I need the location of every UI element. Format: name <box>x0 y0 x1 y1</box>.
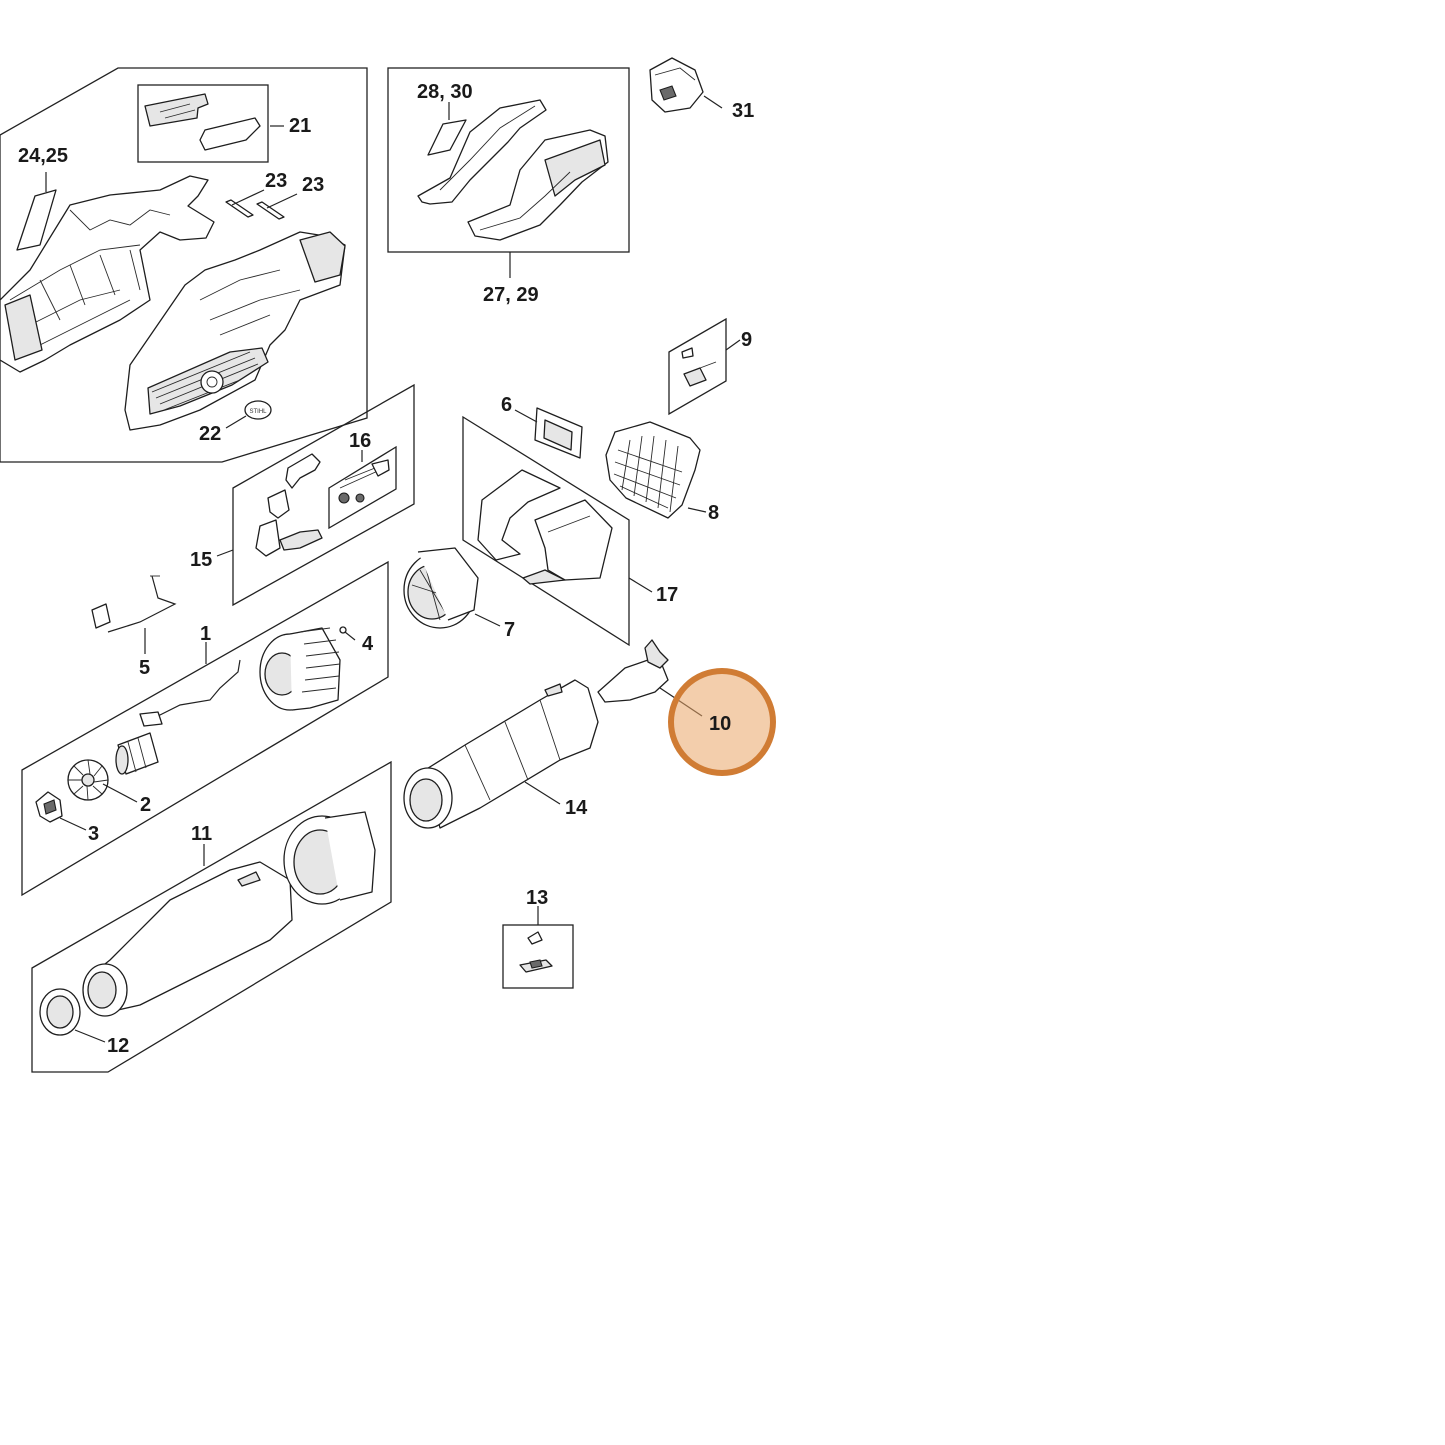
part-22-drawing: STIHL <box>244 400 272 420</box>
callout-10[interactable]: 10 <box>709 713 731 735</box>
housing-shell-left-drawing <box>0 175 215 373</box>
part-13-drawing <box>519 931 553 973</box>
callout-16[interactable]: 16 <box>349 430 371 452</box>
part-27-29-drawing <box>467 129 609 241</box>
part-4-drawing <box>339 626 356 641</box>
callout-6[interactable]: 6 <box>501 394 512 416</box>
housing-shell-right-drawing <box>124 231 346 431</box>
callout-1[interactable]: 1 <box>200 623 211 645</box>
part-9-drawing <box>681 347 717 387</box>
highlight-circle-part-10 <box>668 668 776 776</box>
callout-31[interactable]: 31 <box>732 100 754 122</box>
frame-motor-group <box>21 560 389 897</box>
callout-23-b[interactable]: 23 <box>302 174 324 196</box>
callout-21[interactable]: 21 <box>289 115 311 137</box>
part-3-drawing <box>35 791 63 823</box>
part-10-drawing <box>597 639 669 703</box>
part-6-drawing <box>534 407 583 459</box>
frame-part-16 <box>328 445 397 530</box>
part-16-drawing <box>338 459 390 504</box>
callout-2[interactable]: 2 <box>140 794 151 816</box>
callout-7[interactable]: 7 <box>504 619 515 641</box>
callout-labels: 21 24,25 23 23 28, 30 27, 29 31 22 9 6 8… <box>18 81 754 1057</box>
part-8-drawing <box>605 421 701 519</box>
part-17-drawing <box>477 469 613 585</box>
frame-part-15 <box>232 383 415 607</box>
frame-part-21 <box>137 84 269 163</box>
frame-part-17 <box>462 415 630 647</box>
part-12-drawing <box>39 988 81 1036</box>
frame-part-9 <box>668 317 727 416</box>
callout-11[interactable]: 11 <box>191 823 212 845</box>
part-28-30-drawing <box>417 99 547 205</box>
part-1-rotor-drawing <box>115 659 241 775</box>
callout-13[interactable]: 13 <box>526 887 548 909</box>
part-21-drawing <box>144 93 261 151</box>
part-14-drawing <box>403 679 599 829</box>
part-15-drawing <box>255 453 323 557</box>
part-24-25-drawing <box>16 189 57 251</box>
callout-23-a[interactable]: 23 <box>265 170 287 192</box>
svg-text:STIHL: STIHL <box>249 409 267 415</box>
callout-22[interactable]: 22 <box>199 423 221 445</box>
callout-15[interactable]: 15 <box>190 549 212 571</box>
callout-9[interactable]: 9 <box>741 329 752 351</box>
callout-3[interactable]: 3 <box>88 823 99 845</box>
frame-tube-group <box>31 760 392 1073</box>
part-7-drawing <box>403 547 479 629</box>
part-5-drawing <box>91 575 177 633</box>
part-1-stator-drawing <box>259 627 341 711</box>
frame-housing-group <box>0 67 368 463</box>
callout-27-29[interactable]: 27, 29 <box>483 284 539 306</box>
callout-17[interactable]: 17 <box>656 584 678 606</box>
callout-24-25[interactable]: 24,25 <box>18 145 68 167</box>
part-31-drawing <box>649 57 704 113</box>
callout-14[interactable]: 14 <box>565 797 588 819</box>
callout-28-30[interactable]: 28, 30 <box>417 81 473 103</box>
callout-8[interactable]: 8 <box>708 502 719 524</box>
callout-5[interactable]: 5 <box>139 657 150 679</box>
part-2-drawing <box>67 759 109 801</box>
callout-4[interactable]: 4 <box>362 633 374 655</box>
frame-cover-group <box>387 67 630 253</box>
part-11-drawing <box>82 811 376 1017</box>
callout-12[interactable]: 12 <box>107 1035 129 1057</box>
part-23-drawing <box>225 199 285 220</box>
